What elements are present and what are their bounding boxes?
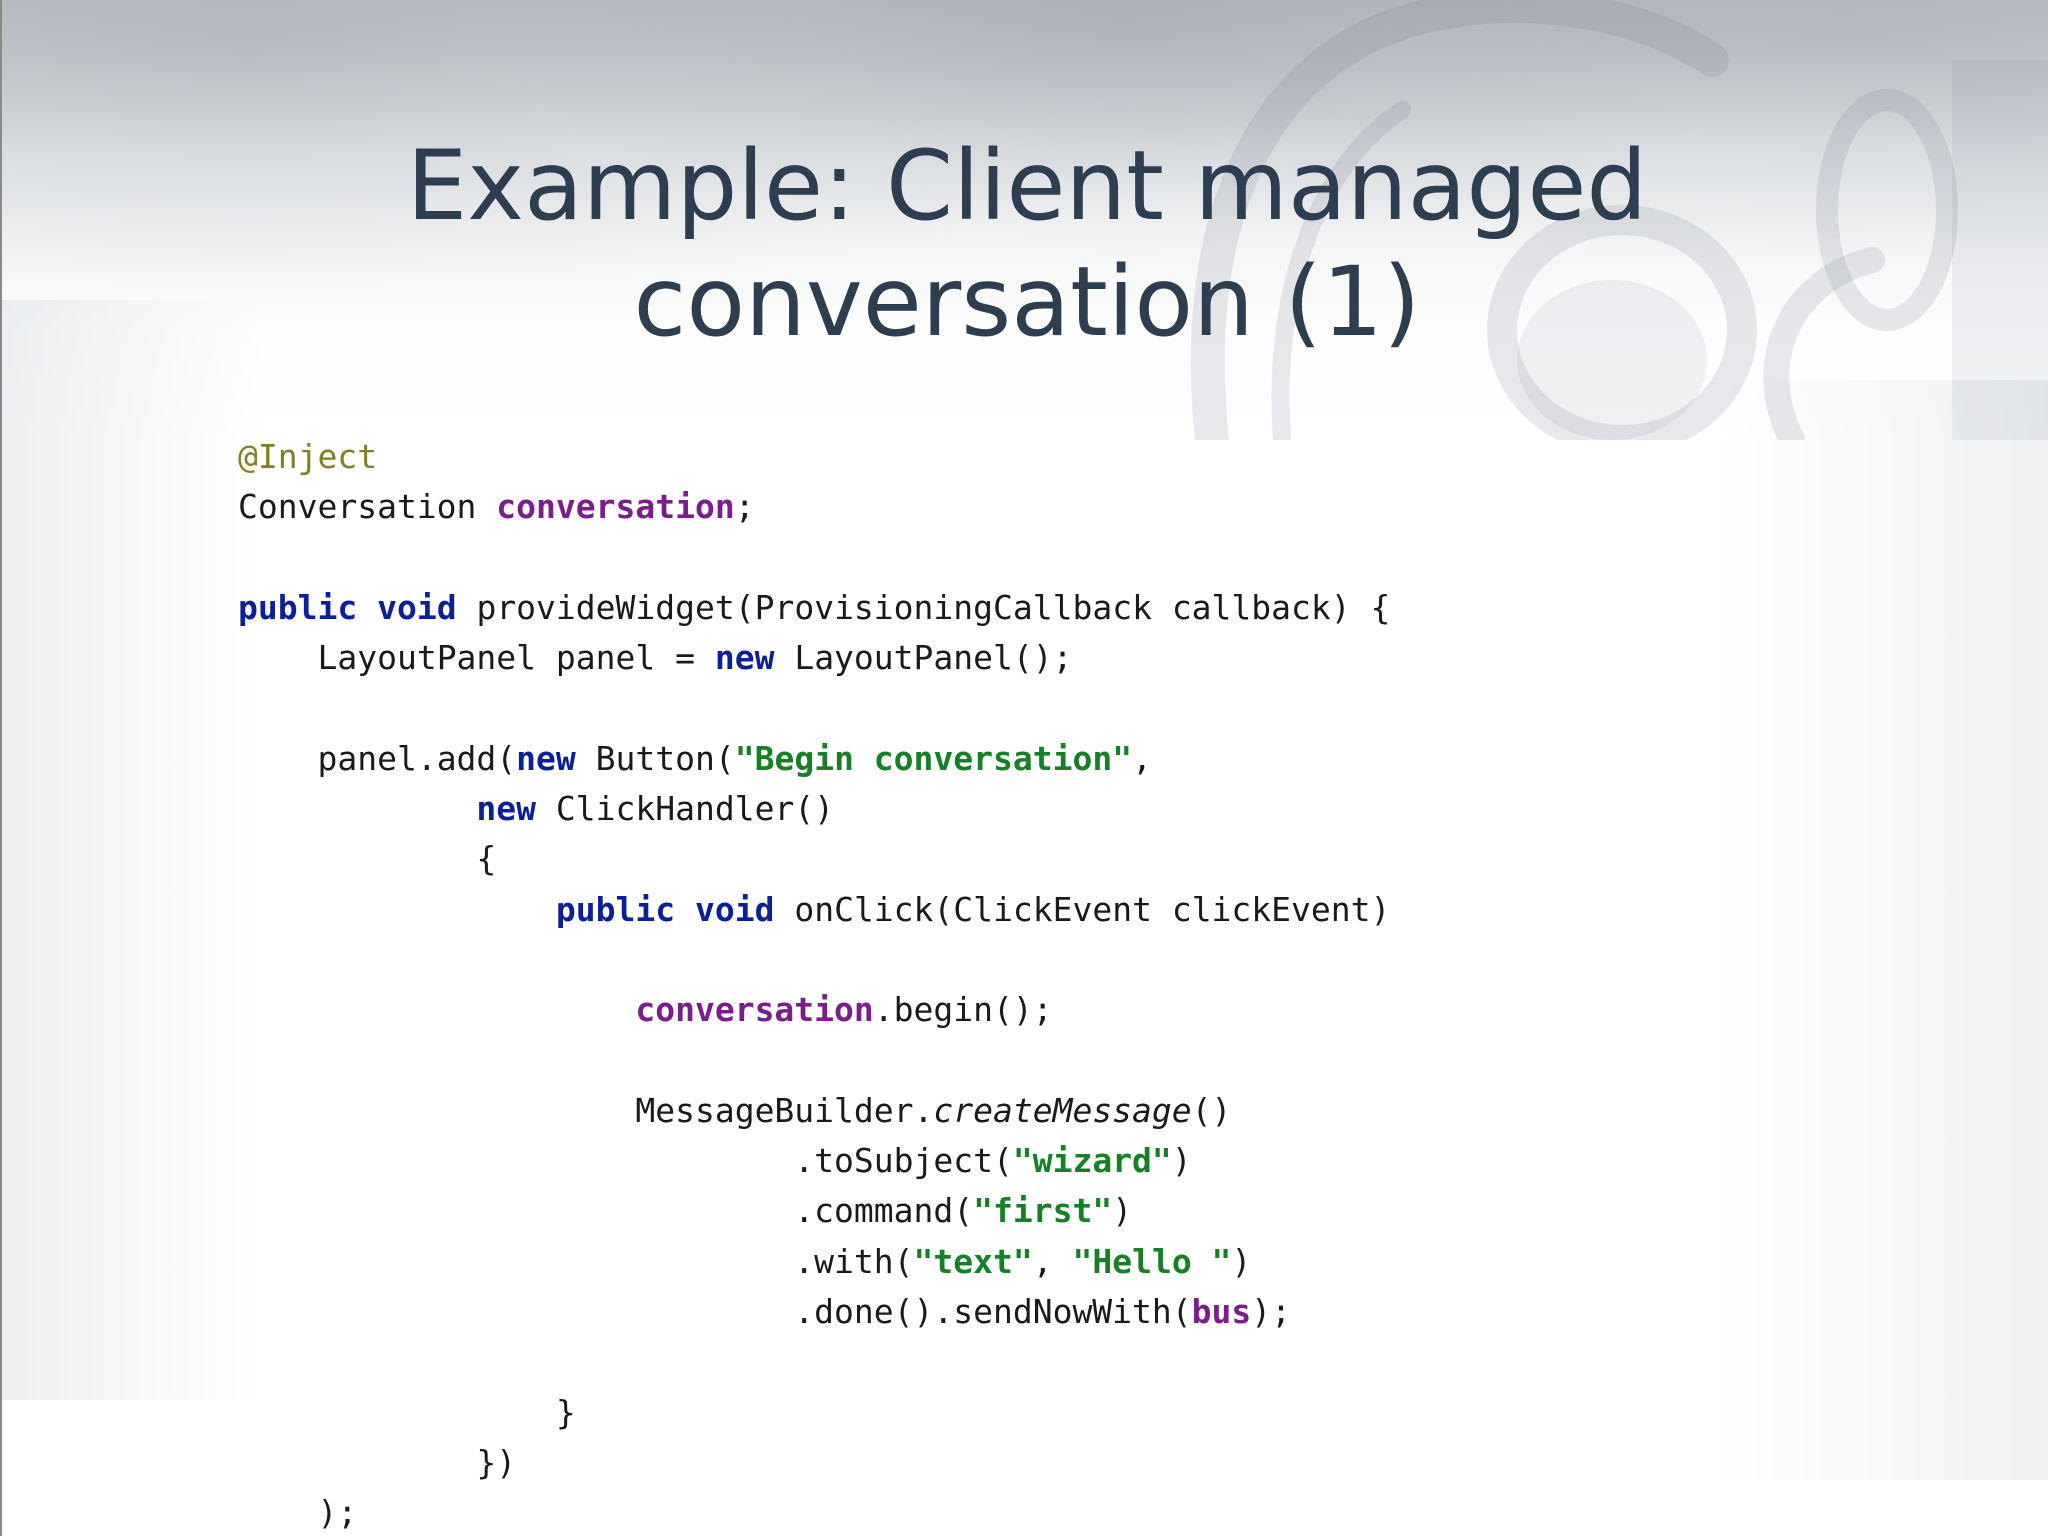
code-line [238,533,1390,583]
grunge-left-edge [2,300,262,1400]
code-token-plain: .done().sendNowWith( [794,1292,1192,1332]
code-token-plain: ; [734,487,755,527]
code-token-field: conversation [496,487,735,527]
code-token-string: "Hello " [1072,1241,1232,1281]
code-token-string: "wizard" [1012,1141,1172,1181]
code-token-string: "first" [973,1191,1113,1231]
code-token-plain: , [1132,738,1152,778]
code-token-plain: () [1191,1090,1232,1130]
code-token-plain: } [555,1392,576,1432]
code-line: .command("first") [238,1186,1390,1236]
code-token-string: "Begin conversation" [734,738,1133,778]
code-token-keyword: public [555,889,676,929]
code-token-plain [675,890,695,929]
code-line [238,935,1390,985]
code-line: { [238,834,1390,884]
code-token-plain: ) [1231,1241,1252,1281]
code-token-plain: .with( [794,1241,914,1281]
slide-title: Example: Client managed conversation (1) [302,128,1752,360]
code-token-string: "text" [913,1241,1033,1281]
code-line: panel.add(new Button("Begin conversation… [238,734,1390,784]
code-token-keyword: new [516,738,576,778]
code-token-plain: LayoutPanel(); [774,638,1073,678]
code-token-plain: .toSubject( [794,1141,1013,1181]
code-line: ); [238,1488,1390,1536]
code-line: }) [238,1438,1390,1488]
code-token-plain: ) [1171,1141,1192,1181]
code-token-plain: MessageBuilder. [635,1090,934,1130]
code-line: .done().sendNowWith(bus); [238,1287,1390,1337]
code-token-plain: panel.add( [317,738,517,778]
code-line: LayoutPanel panel = new LayoutPanel(); [238,633,1390,683]
code-line: Conversation conversation; [238,482,1390,532]
code-line: .toSubject("wizard") [238,1136,1390,1186]
code-line: public void provideWidget(ProvisioningCa… [238,583,1390,633]
headphones-watermark-icon [1190,0,2048,440]
code-token-plain: Conversation [238,487,497,527]
code-token-plain: , [1032,1241,1073,1281]
code-token-plain: .command( [794,1191,974,1231]
code-line: conversation.begin(); [238,985,1390,1035]
code-line [238,1337,1390,1387]
code-token-plain: provideWidget(ProvisioningCallback callb… [456,587,1391,627]
code-token-plain: { [476,839,497,879]
code-token-plain: LayoutPanel panel = [317,638,715,678]
code-token-keyword: public [238,587,358,627]
code-line: new ClickHandler() [238,784,1390,834]
code-token-keyword: new [714,638,775,678]
code-token-keyword: void [377,587,457,627]
code-token-plain [357,588,377,627]
code-line [238,1036,1390,1086]
code-token-field: conversation [635,990,874,1030]
code-line: public void onClick(ClickEvent clickEven… [238,885,1390,935]
slide-title-line-1: Example: Client managed [406,130,1648,242]
code-line: @Inject [238,432,1390,482]
code-token-plain: ClickHandler() [536,789,835,829]
grunge-background [2,0,2048,440]
code-token-plain: }) [476,1442,517,1482]
code-line: MessageBuilder.createMessage() [238,1086,1390,1136]
code-token-plain: Button( [575,738,735,778]
code-token-plain: .begin(); [873,990,1053,1030]
code-line: } [238,1388,1390,1438]
slide-title-line-2: conversation (1) [633,246,1421,358]
code-token-plain: ); [1251,1292,1292,1332]
grunge-right-edge [1718,380,2048,1480]
code-line: .with("text", "Hello ") [238,1237,1390,1287]
code-token-keyword: new [476,789,537,829]
code-token-field: bus [1191,1292,1252,1332]
code-token-italic: createMessage [933,1090,1192,1130]
code-token-annotation: @Inject [238,437,378,476]
code-token-plain: onClick(ClickEvent clickEvent) [774,889,1391,929]
code-token-keyword: void [694,889,775,929]
code-line [238,683,1390,733]
code-token-plain: ) [1112,1191,1133,1231]
code-token-plain: ); [317,1493,358,1533]
